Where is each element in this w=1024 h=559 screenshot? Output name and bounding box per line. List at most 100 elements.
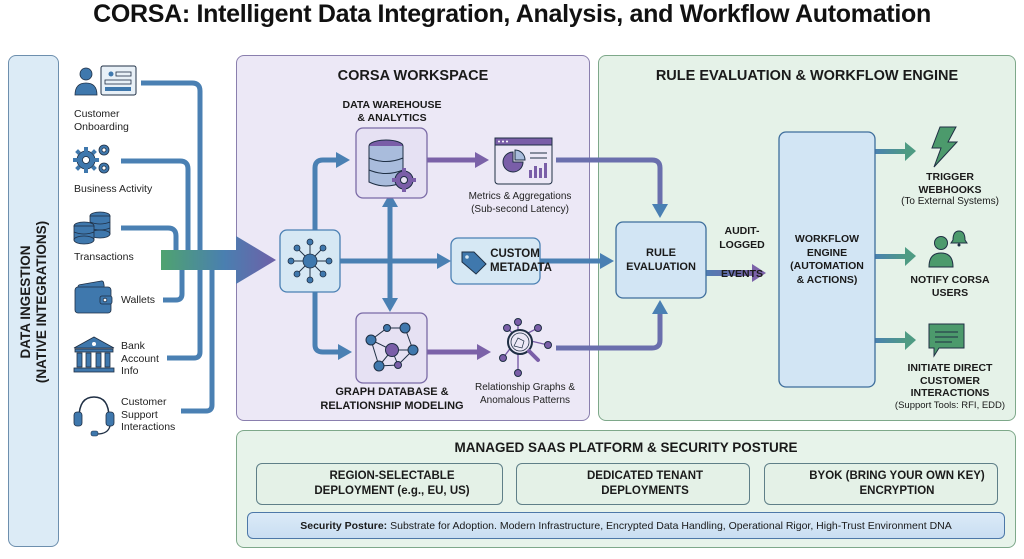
events-line2: LOGGED	[719, 239, 765, 251]
graph-network-icon	[365, 322, 419, 372]
interactions-line1: INITIATE DIRECT	[907, 362, 993, 374]
tag-icon	[461, 251, 487, 275]
feature-byok-line2: ENCRYPTION	[859, 485, 935, 497]
security-posture-label: Security Posture:	[300, 519, 388, 532]
webhooks-sub: (To External Systems)	[901, 196, 999, 207]
arrowhead-metrics	[475, 152, 489, 168]
flow-hub-to-graph	[312, 290, 338, 355]
graph-db-line1: GRAPH DATABASE &	[335, 386, 449, 398]
flow-metrics-to-rule	[556, 157, 663, 204]
graph-db-line2: RELATIONSHIP MODELING	[320, 399, 464, 412]
metrics-label-line1: Metrics & Aggregations	[468, 191, 572, 202]
source-label-line: Onboarding	[74, 120, 129, 133]
custom-metadata-line2: METADATA	[490, 262, 552, 274]
source-label-line: Customer	[121, 396, 167, 408]
interactions-line2: CUSTOMER	[920, 374, 980, 387]
arrowhead-rule-left	[600, 253, 614, 269]
diagram-title: CORSA: Intelligent Data Integration, Ana…	[93, 0, 931, 28]
arrowhead-notify	[905, 247, 916, 266]
custom-metadata-line1: CUSTOM	[490, 248, 540, 260]
arrowhead-warehouse	[336, 152, 350, 168]
warehouse-label-line1: DATA WAREHOUSE	[342, 99, 442, 111]
security-posture-text: Substrate for Adoption. Modern Infrastru…	[387, 519, 952, 532]
source-label-customer-onboarding: Customer Onboarding	[74, 108, 129, 133]
feature-byok: BYOK (BRING YOUR OWN KEY) ENCRYPTION	[764, 463, 998, 505]
rule-evaluation-label: RULE EVALUATION	[616, 247, 706, 274]
workflow-engine-box	[778, 131, 876, 388]
dashboard-icon	[494, 137, 553, 185]
output-webhooks-label: TRIGGER WEBHOOKS (To External Systems)	[890, 171, 1010, 209]
relationship-label: Relationship Graphs & Anomalous Patterns	[465, 382, 585, 407]
webhooks-line1: TRIGGER	[926, 171, 974, 183]
source-label-line: Bank	[121, 340, 145, 352]
feature-dedicated-tenant: DEDICATED TENANT DEPLOYMENTS	[516, 463, 750, 505]
graph-db-label: GRAPH DATABASE & RELATIONSHIP MODELING	[318, 386, 466, 413]
connector-wallets	[163, 270, 185, 303]
arrowhead-interactions	[905, 331, 916, 350]
feature-region-selectable: REGION-SELECTABLE DEPLOYMENT (e.g., EU, …	[256, 463, 503, 505]
feature-tenant-text: DEDICATED TENANT DEPLOYMENTS	[555, 469, 735, 499]
workflow-line2: ENGINE	[806, 246, 848, 259]
arrowhead-metadata	[437, 253, 451, 269]
feature-region-line2: DEPLOYMENT (e.g., EU, US)	[314, 485, 470, 497]
notify-line2: USERS	[931, 286, 969, 299]
user-id-card-icon	[74, 65, 137, 96]
workflow-line1: WORKFLOW	[794, 233, 860, 245]
source-label-business-activity: Business Activity	[74, 183, 153, 195]
connector-support	[181, 270, 215, 414]
feature-tenant-line2: DEPLOYMENTS	[601, 485, 689, 497]
audit-logged-label: AUDIT- LOGGED	[712, 224, 772, 252]
coin-stacks-icon	[73, 211, 111, 245]
security-posture-bar: Security Posture: Substrate for Adoption…	[247, 512, 1005, 539]
source-label-transactions: Transactions	[74, 251, 134, 263]
connector-business	[121, 158, 191, 250]
flow-to-interactions	[873, 338, 907, 343]
gears-icon	[73, 144, 110, 174]
connector-transactions	[121, 225, 179, 250]
events-line1: AUDIT-	[724, 225, 760, 237]
flow-audit-events	[699, 270, 754, 276]
flow-to-notify	[873, 254, 907, 259]
user-bell-icon	[928, 230, 968, 268]
rule-eval-line1: RULE	[646, 247, 676, 259]
source-label-line: Support	[121, 408, 158, 421]
arrowhead-graph	[338, 344, 352, 360]
interactions-line3: INTERACTIONS	[910, 387, 990, 399]
feature-byok-text: BYOK (BRING YOUR OWN KEY) ENCRYPTION	[799, 469, 995, 499]
source-label-line: Interactions	[121, 421, 176, 433]
source-label-line: Customer	[74, 108, 120, 120]
custom-metadata-box	[450, 237, 541, 285]
arrowhead-rule-bottom	[652, 300, 668, 314]
relationship-line2: Anomalous Patterns	[479, 394, 571, 406]
engine-title: RULE EVALUATION & WORKFLOW ENGINE	[655, 68, 959, 84]
feature-byok-line1: BYOK (BRING YOUR OWN KEY)	[809, 470, 985, 482]
feature-region-line1: REGION-SELECTABLE	[329, 470, 455, 482]
arrowhead-workflow	[752, 264, 766, 282]
ingestion-main-arrow	[161, 236, 276, 284]
feature-region-text: REGION-SELECTABLE DEPLOYMENT (e.g., EU, …	[287, 469, 497, 499]
hub-network-icon	[287, 238, 333, 284]
workflow-line4: & ACTIONS)	[796, 273, 858, 286]
wallet-icon	[74, 280, 113, 314]
events-label: EVENTS	[720, 268, 763, 280]
workspace-title: CORSA WORKSPACE	[337, 68, 489, 84]
connector-bank	[167, 270, 203, 361]
source-label-wallets: Wallets	[121, 294, 156, 306]
flow-to-webhooks	[873, 149, 907, 154]
warehouse-label: DATA WAREHOUSE & ANALYTICS	[330, 99, 454, 124]
flow-hub-to-warehouse	[312, 157, 336, 236]
arrowhead-down-graph	[382, 298, 398, 312]
output-interactions-label: INITIATE DIRECT CUSTOMER INTERACTIONS (S…	[885, 362, 1015, 412]
database-gear-icon	[368, 139, 416, 192]
interactions-sub: (Support Tools: RFI, EDD)	[894, 399, 1006, 411]
saas-title: MANAGED SAAS PLATFORM & SECURITY POSTURE	[454, 440, 798, 455]
relationship-line1: Relationship Graphs &	[474, 382, 576, 393]
arrowhead-relationship	[477, 344, 491, 360]
custom-metadata-label: CUSTOM METADATA	[490, 247, 552, 275]
source-label-bank-account-info: Bank Account Info	[121, 340, 159, 378]
rule-eval-line2: EVALUATION	[626, 260, 696, 273]
bank-icon	[73, 336, 115, 373]
headset-icon	[73, 396, 115, 437]
notify-line1: NOTIFY CORSA	[910, 274, 990, 286]
chat-message-icon	[928, 323, 965, 358]
